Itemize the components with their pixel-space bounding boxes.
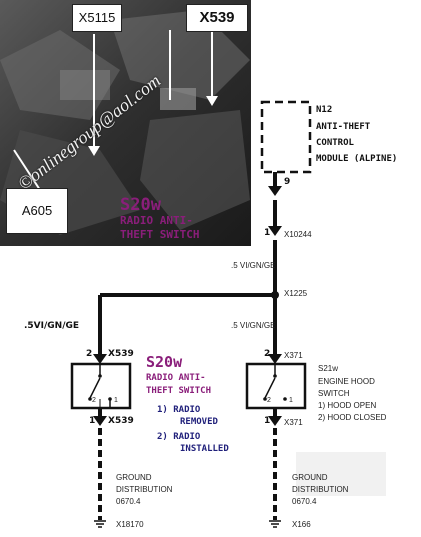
hood-switch-line1: ENGINE HOOD bbox=[318, 377, 375, 386]
module-pin-9: 9 bbox=[284, 177, 291, 187]
radio-switch-line2: THEFT SWITCH bbox=[146, 386, 212, 396]
x371-bottom-arrow bbox=[268, 416, 282, 426]
x10244-pin: 1 bbox=[264, 228, 271, 238]
x539-bottom-pin: 1 bbox=[89, 416, 96, 426]
ground-right-line2: DISTRIBUTION bbox=[292, 485, 349, 494]
radio-switch-box bbox=[70, 362, 132, 410]
ground-right-line3: 0670.4 bbox=[292, 497, 317, 506]
hood-switch-code: S21w bbox=[318, 364, 339, 373]
hood-pin-1: 1 bbox=[289, 397, 293, 404]
overlay-caption-code: S20w bbox=[120, 195, 161, 215]
photo-tag-x539: X539 bbox=[186, 4, 248, 32]
x539-bottom-label: X539 bbox=[108, 416, 134, 426]
radio-pin-2: 2 bbox=[92, 397, 96, 404]
hood-state-1: 1) HOOD OPEN bbox=[318, 401, 377, 410]
x10244-label: X10244 bbox=[284, 230, 312, 239]
module-code: N12 bbox=[316, 105, 333, 115]
overlay-caption-line1: RADIO ANTI- bbox=[120, 214, 193, 227]
module-line3: MODULE (ALPINE) bbox=[316, 154, 398, 164]
wire-left-label: .5VI/GN/GE bbox=[24, 321, 80, 331]
x1225-label: X1225 bbox=[284, 289, 308, 298]
pin9-arrow bbox=[268, 186, 282, 196]
overlay-caption-line2: THEFT SWITCH bbox=[120, 228, 200, 241]
ground-left-line1: GROUND bbox=[116, 473, 152, 482]
x371-bottom-pin: 1 bbox=[264, 416, 271, 426]
ground-left-line3: 0670.4 bbox=[116, 497, 141, 506]
radio-state-1: 1) RADIO bbox=[157, 405, 201, 415]
radio-pin-1: 1 bbox=[114, 397, 118, 404]
x371-bottom-label: X371 bbox=[284, 418, 303, 427]
x539-top-pin: 2 bbox=[86, 349, 93, 359]
ground-right-line1: GROUND bbox=[292, 473, 328, 482]
photo-tag-x5115: X5115 bbox=[72, 4, 122, 32]
wire-main-label: .5 VI/GN/GE bbox=[231, 261, 276, 270]
x539-top-arrow bbox=[93, 354, 107, 364]
module-line2: CONTROL bbox=[316, 138, 354, 148]
module-dashed-box bbox=[260, 100, 312, 174]
radio-switch-code: S20w bbox=[146, 353, 183, 371]
module-line1: ANTI-THEFT bbox=[316, 122, 371, 132]
radio-state-1b: REMOVED bbox=[180, 417, 218, 427]
scan-smudge bbox=[296, 452, 386, 496]
wire-right-label: .5 VI/GN/GE bbox=[231, 321, 276, 330]
ground-symbol-left bbox=[94, 520, 106, 528]
radio-switch-line1: RADIO ANTI- bbox=[146, 373, 206, 383]
hood-switch-box bbox=[245, 362, 307, 410]
x371-top-label: X371 bbox=[284, 351, 303, 360]
x371-top-pin: 2 bbox=[264, 349, 271, 359]
ground-right-ref: X166 bbox=[292, 520, 311, 529]
hood-pin-2: 2 bbox=[267, 397, 271, 404]
hood-state-2: 2) HOOD CLOSED bbox=[318, 413, 387, 422]
ground-left-line2: DISTRIBUTION bbox=[116, 485, 173, 494]
radio-state-2b: INSTALLED bbox=[180, 444, 229, 454]
ground-symbol-right bbox=[269, 520, 281, 528]
radio-state-2: 2) RADIO bbox=[157, 432, 201, 442]
photo-tag-a605: A605 bbox=[6, 188, 68, 234]
x10244-arrow bbox=[268, 226, 282, 236]
x371-top-arrow bbox=[268, 354, 282, 364]
x539-bottom-arrow bbox=[93, 416, 107, 426]
hood-switch-line2: SWITCH bbox=[318, 389, 350, 398]
ground-left-ref: X18170 bbox=[116, 520, 144, 529]
x539-top-label: X539 bbox=[108, 349, 134, 359]
